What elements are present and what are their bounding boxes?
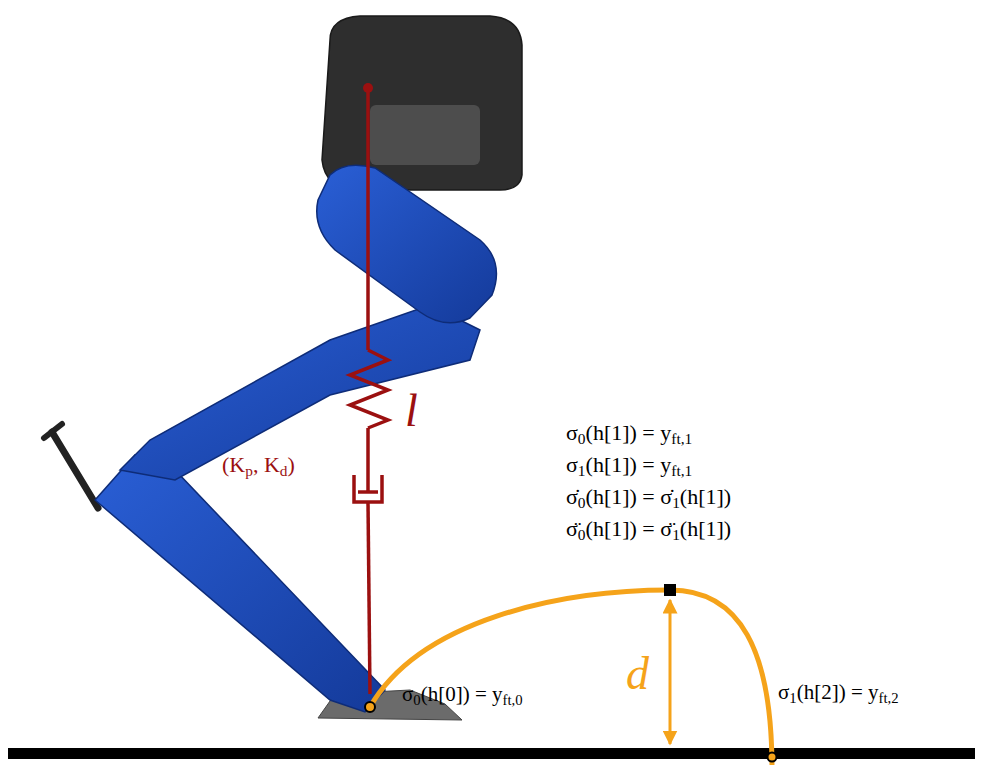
constraint-label: σ1(h[1]) = yft,1 — [566, 452, 692, 477]
foot-trajectory — [370, 590, 772, 765]
ground — [8, 748, 975, 759]
spring-damper — [350, 88, 388, 694]
hip — [317, 165, 497, 323]
thigh — [120, 305, 480, 480]
pelvis — [322, 16, 522, 190]
shin — [95, 455, 385, 712]
length-label: l — [405, 385, 418, 438]
rod — [52, 432, 98, 508]
constraint-label: σ̇0(h[1]) = σ̇1(h[1]) — [566, 484, 731, 509]
start-label: σ0(h[0]) = yft,0 — [402, 682, 523, 706]
height-label: d — [626, 648, 649, 701]
end-label: σ1(h[2]) = yft,2 — [778, 680, 899, 704]
gain-label: (Kp, Kd) — [222, 452, 295, 477]
height-arrow — [669, 600, 672, 744]
constraint-label: σ0(h[1]) = yft,1 — [566, 420, 692, 445]
constraint-label: σ̈0(h[1]) = σ̈1(h[1]) — [566, 516, 731, 541]
